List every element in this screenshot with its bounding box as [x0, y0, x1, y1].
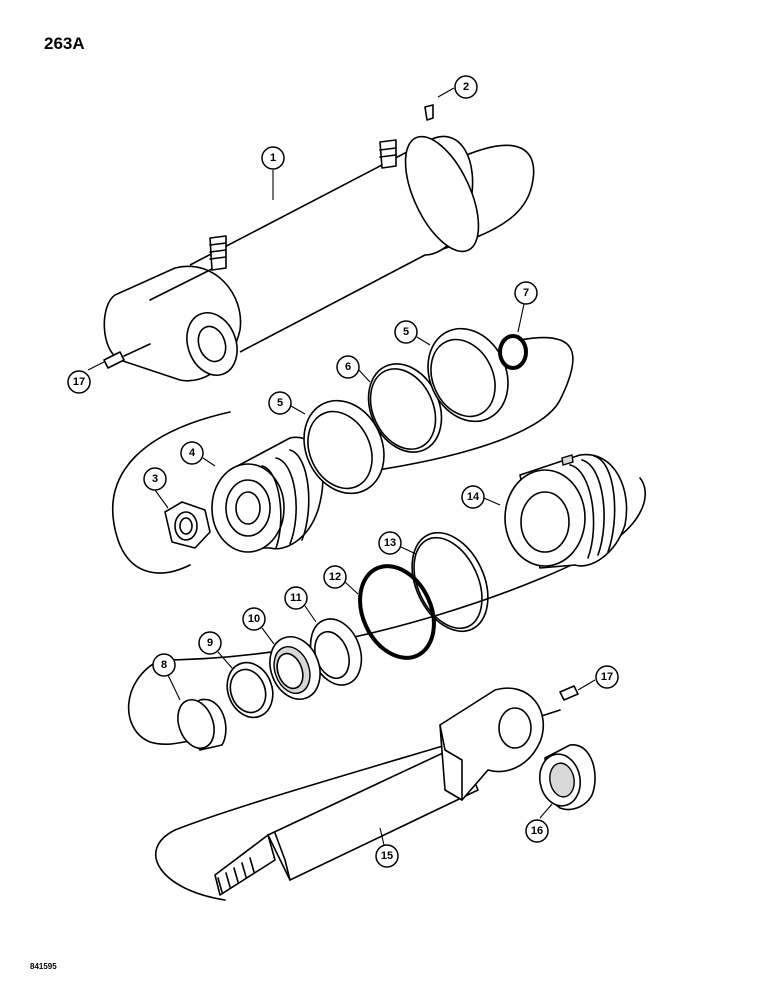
svg-text:17: 17	[601, 671, 613, 683]
callout-8: 8	[152, 653, 176, 677]
pin-bushing	[538, 744, 596, 811]
svg-text:8: 8	[161, 659, 167, 671]
svg-text:3: 3	[152, 473, 158, 485]
svg-text:1: 1	[270, 152, 276, 164]
callout-5-lower: 5	[268, 391, 292, 415]
svg-text:17: 17	[73, 376, 85, 388]
callout-13: 13	[378, 531, 402, 555]
callout-1: 1	[261, 146, 285, 170]
callout-6: 6	[336, 355, 360, 379]
callout-16: 16	[525, 819, 549, 843]
cylinder-head	[504, 453, 628, 569]
leader-lines	[87, 87, 596, 846]
wear-ring-lower	[303, 399, 385, 495]
callout-7: 7	[514, 281, 538, 305]
callout-4: 4	[180, 441, 204, 465]
callout-11: 11	[284, 586, 308, 610]
o-ring-12	[358, 564, 436, 660]
rod-bushing	[177, 698, 227, 751]
svg-text:9: 9	[207, 637, 213, 649]
o-ring-7	[498, 334, 528, 370]
svg-text:12: 12	[329, 571, 341, 583]
callout-10: 10	[242, 607, 266, 631]
page-number: 263A	[44, 34, 85, 53]
callout-15: 15	[375, 844, 399, 868]
svg-text:5: 5	[277, 397, 283, 409]
svg-text:6: 6	[345, 361, 351, 373]
svg-text:10: 10	[248, 613, 260, 625]
callout-3: 3	[143, 467, 167, 491]
backup-washer	[226, 661, 274, 719]
svg-text:5: 5	[403, 326, 409, 338]
callout-17-upper: 17	[67, 370, 91, 394]
svg-text:2: 2	[463, 81, 469, 93]
backup-ring	[411, 531, 489, 633]
callout-2: 2	[454, 75, 478, 99]
svg-text:7: 7	[523, 287, 529, 299]
svg-text:16: 16	[531, 825, 543, 837]
callout-12: 12	[323, 565, 347, 589]
piston-nut	[164, 501, 211, 549]
callout-14: 14	[461, 485, 485, 509]
callout-9: 9	[198, 631, 222, 655]
grease-fitting-lower	[559, 685, 579, 701]
piston-rod	[214, 687, 545, 896]
callout-5-upper: 5	[394, 320, 418, 344]
wear-ring-upper	[427, 327, 509, 423]
drawing-code: 841595	[30, 962, 57, 971]
svg-text:13: 13	[384, 537, 396, 549]
svg-text:11: 11	[290, 592, 302, 604]
callout-17-lower: 17	[595, 665, 619, 689]
svg-text:14: 14	[467, 491, 480, 503]
cylinder-barrel	[103, 104, 480, 382]
rod-wiper	[269, 636, 321, 700]
grease-fitting-upper	[103, 343, 151, 369]
svg-text:4: 4	[189, 447, 196, 459]
svg-text:15: 15	[381, 850, 393, 862]
